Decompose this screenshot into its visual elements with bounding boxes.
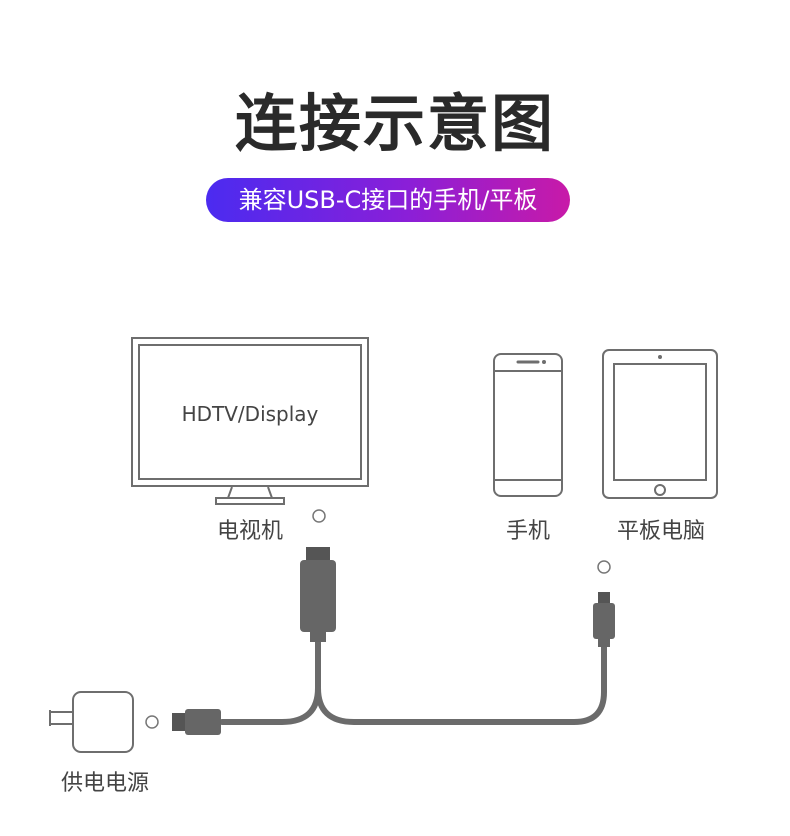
- tv-label: 电视机: [217, 519, 283, 544]
- usb-a-plug-icon: [172, 709, 221, 735]
- connection-dot-icon: [597, 560, 611, 574]
- power-adapter-icon: [49, 691, 134, 753]
- tablet-icon: [602, 349, 718, 499]
- tv-icon: [131, 337, 369, 505]
- connection-dot-icon: [312, 509, 326, 523]
- phone-label: 手机: [506, 519, 550, 544]
- hdmi-plug-icon: [300, 547, 336, 642]
- page-title: 连接示意图: [234, 87, 555, 160]
- power-label: 供电电源: [61, 771, 149, 796]
- tv-screen-text: HDTV/Display: [182, 402, 319, 426]
- connection-dot-icon: [145, 715, 159, 729]
- tablet-label: 平板电脑: [617, 519, 705, 544]
- phone-icon: [493, 353, 563, 497]
- cable: [219, 637, 607, 725]
- usb-c-plug-icon: [593, 592, 615, 647]
- compatibility-badge: 兼容USB-C接口的手机/平板: [206, 178, 570, 222]
